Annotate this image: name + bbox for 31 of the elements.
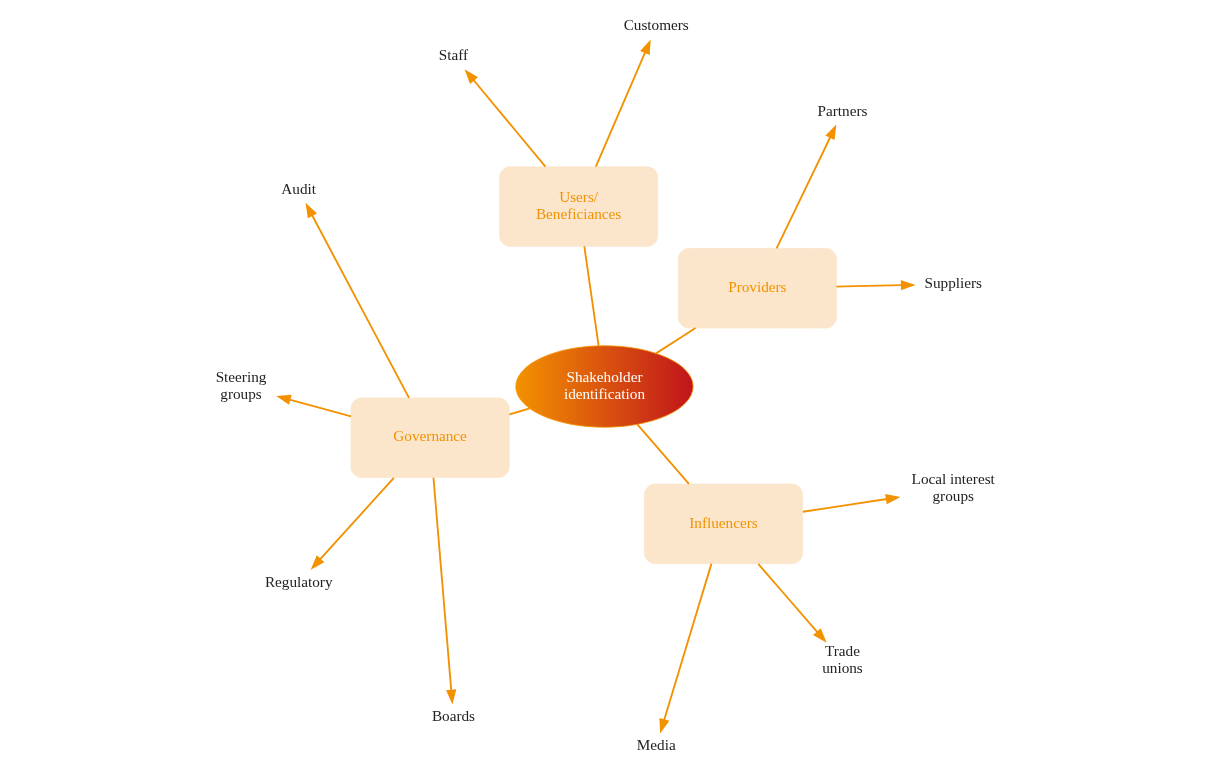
connector: [582, 245, 600, 347]
arrow: [305, 202, 410, 399]
arrow: [835, 280, 916, 291]
node-text: Trade unions: [821, 642, 863, 677]
connector: [507, 407, 531, 416]
node-text: Audit: [280, 179, 316, 197]
node-box: Providers: [677, 248, 837, 329]
node-box: Influencers: [643, 483, 803, 564]
arrow: [775, 124, 836, 250]
node-text: Customers: [623, 16, 689, 34]
arrow: [464, 69, 546, 168]
node-text: Partners: [817, 101, 867, 119]
node-text: Regulatory: [264, 572, 333, 590]
node-ellipse: Shakeholder identification: [514, 345, 694, 428]
arrow: [756, 563, 827, 643]
connector: [635, 423, 690, 485]
connector: [654, 327, 696, 355]
arrow: [658, 562, 712, 734]
arrow: [310, 476, 395, 570]
node-text: Steering groups: [215, 367, 266, 402]
node-box: Users/ Beneficiances: [498, 166, 658, 247]
arrow: [801, 494, 900, 513]
node-text: Local interest groups: [911, 470, 995, 505]
node-text: Suppliers: [923, 273, 982, 291]
node-text: Media: [636, 735, 676, 753]
node-text: Staff: [438, 45, 468, 63]
node-box: Governance: [350, 397, 510, 478]
arrow: [275, 394, 352, 418]
node-text: Boards: [431, 706, 475, 724]
arrow: [432, 476, 456, 705]
arrow: [594, 39, 651, 168]
